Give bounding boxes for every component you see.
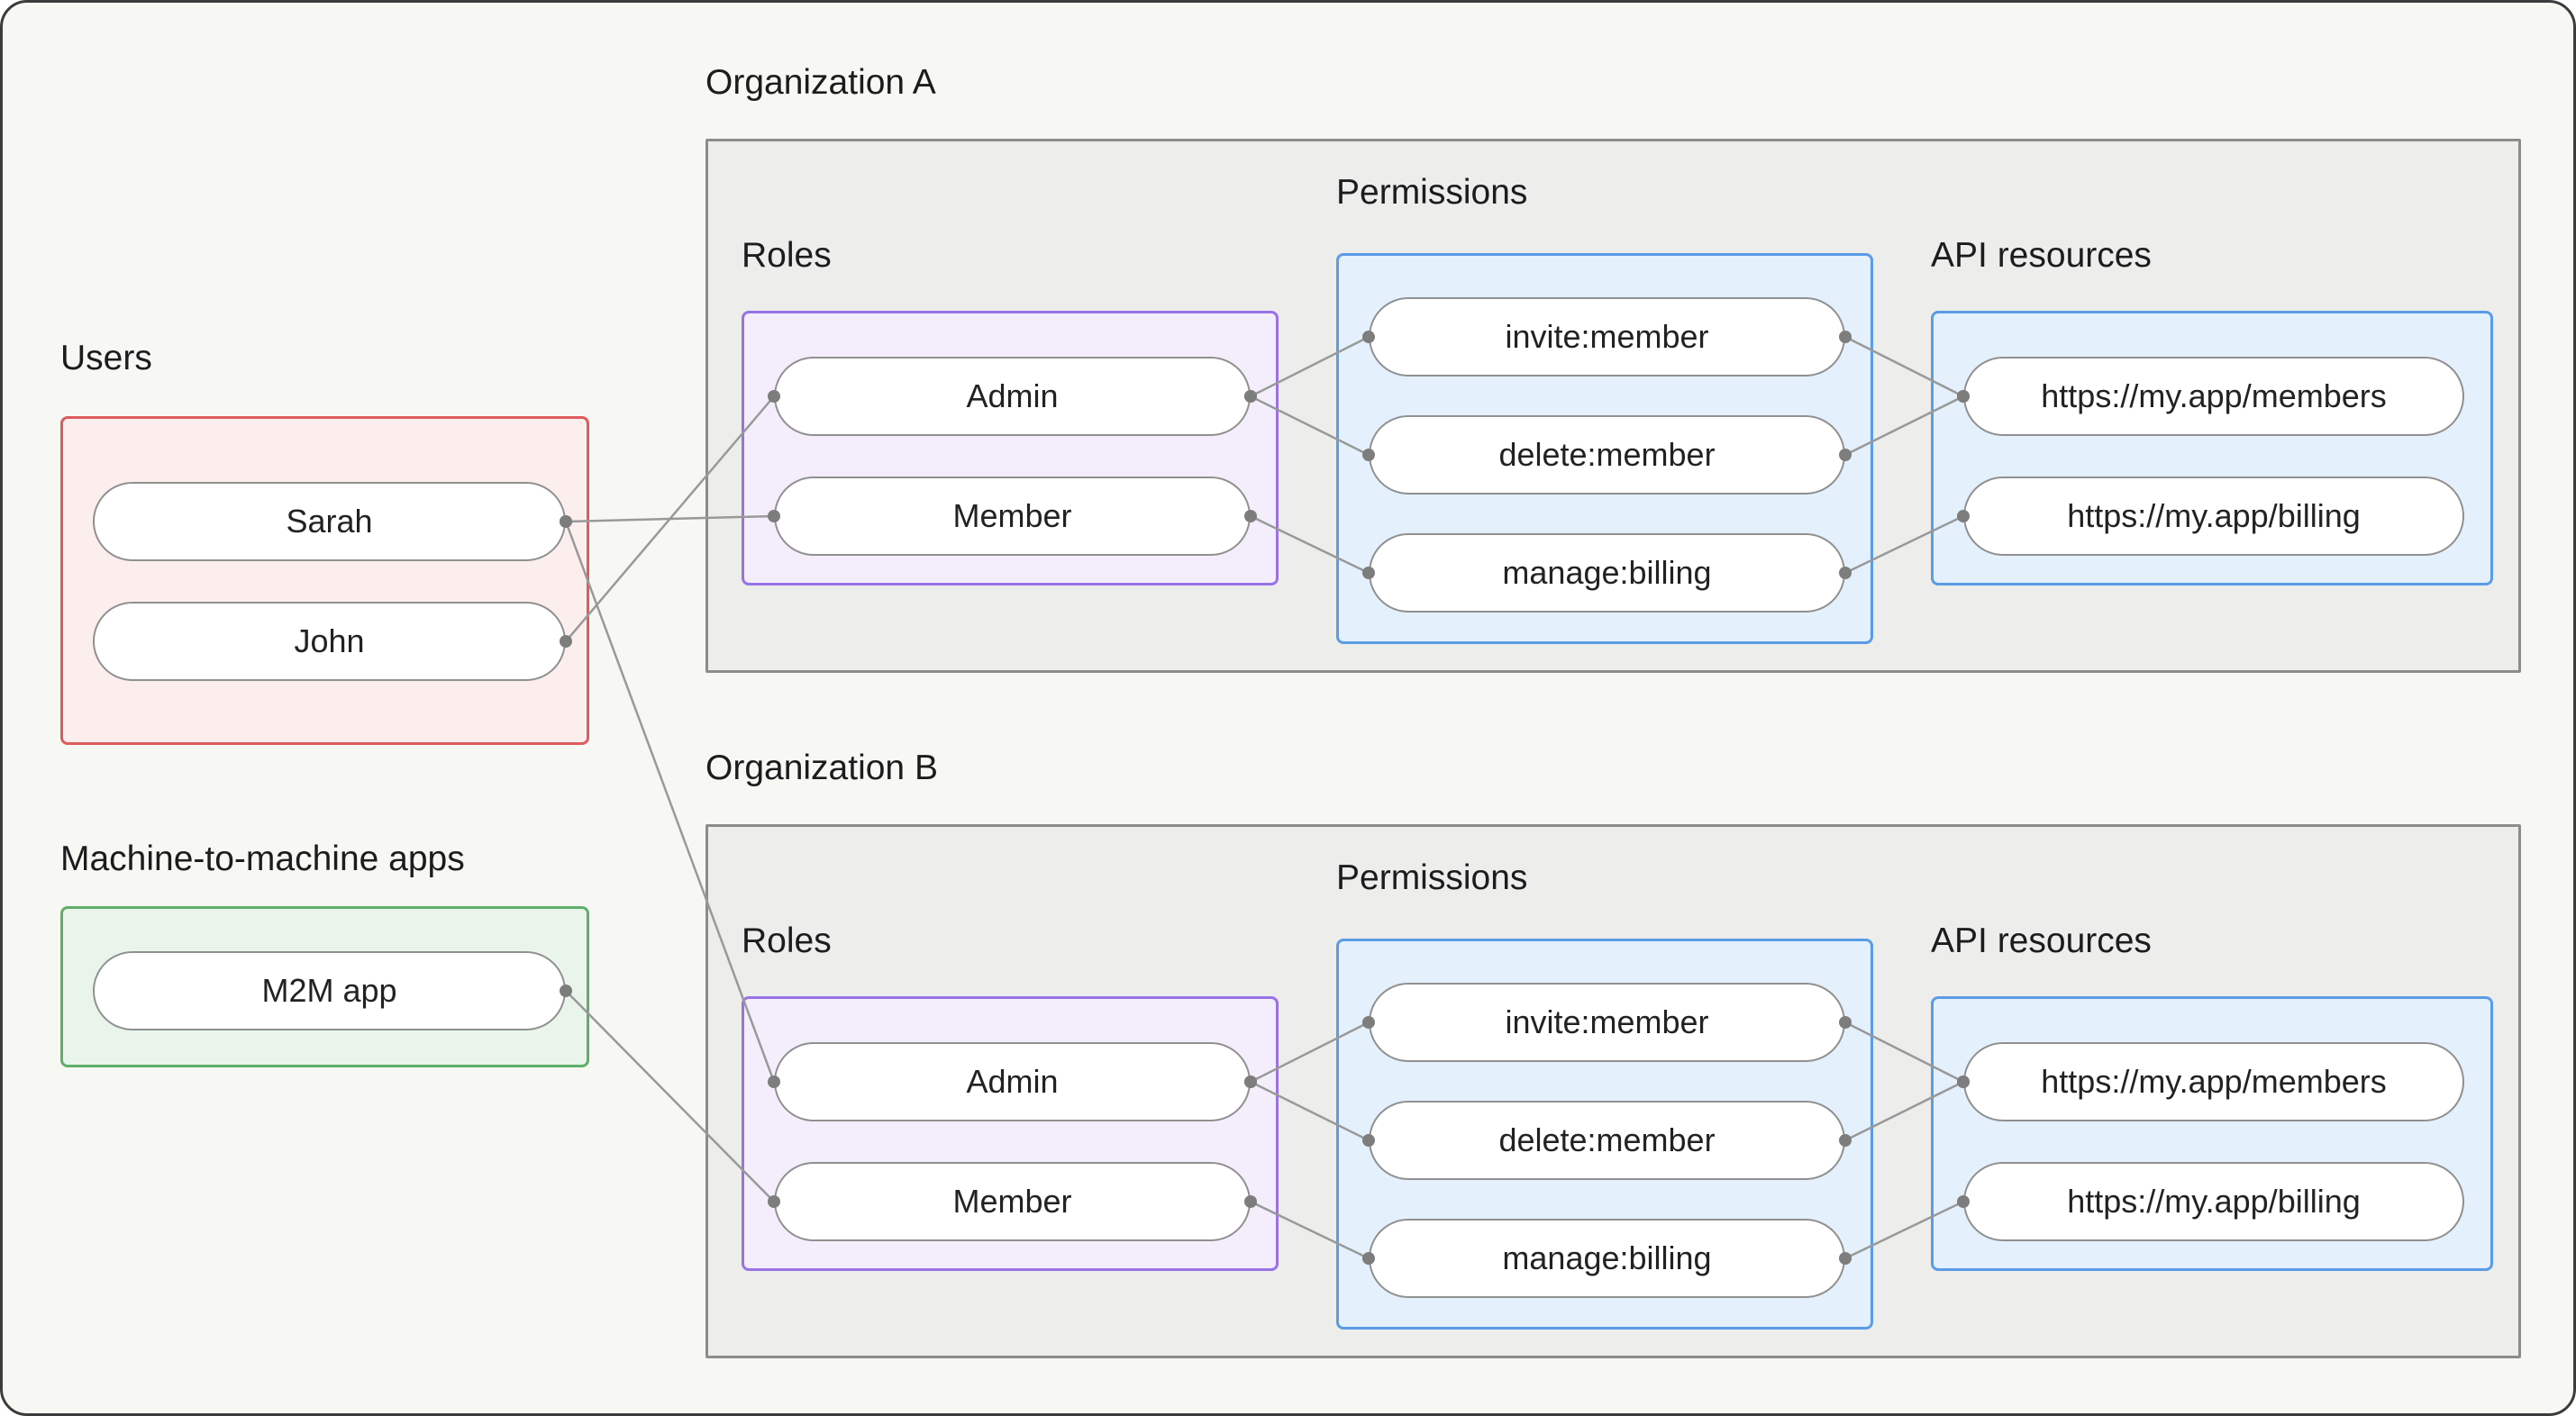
node-org-a-delete-member: delete:member (1369, 415, 1845, 495)
m2m-group-box: M2M app (60, 906, 589, 1067)
org-a-label: Organization A (705, 63, 936, 102)
node-org-b-admin: Admin (774, 1042, 1251, 1121)
org-a-roles-label: Roles (742, 236, 832, 275)
node-org-a-invite-member: invite:member (1369, 297, 1845, 377)
node-john: John (93, 602, 566, 681)
org-b-resources-box: https://my.app/members https://my.app/bi… (1931, 996, 2493, 1271)
org-b-label: Organization B (705, 749, 938, 787)
org-a-box: Roles Admin Member Permissions invite:me… (705, 139, 2521, 673)
node-org-b-members-api: https://my.app/members (1963, 1042, 2464, 1121)
org-b-roles-label: Roles (742, 921, 832, 960)
node-sarah: Sarah (93, 482, 566, 561)
node-org-a-manage-billing: manage:billing (1369, 533, 1845, 613)
node-org-b-delete-member: delete:member (1369, 1101, 1845, 1180)
org-b-resources-label: API resources (1931, 921, 2152, 960)
node-m2m-app: M2M app (93, 951, 566, 1030)
org-b-permissions-box: invite:member delete:member manage:billi… (1336, 939, 1873, 1330)
m2m-group-label: Machine-to-machine apps (60, 840, 465, 878)
org-b-permissions-label: Permissions (1336, 858, 1528, 897)
node-org-a-member: Member (774, 477, 1251, 556)
org-b-roles-box: Admin Member (742, 996, 1279, 1271)
org-a-permissions-label: Permissions (1336, 173, 1528, 212)
org-a-roles-box: Admin Member (742, 311, 1279, 585)
org-a-permissions-box: invite:member delete:member manage:billi… (1336, 253, 1873, 644)
node-org-a-billing-api: https://my.app/billing (1963, 477, 2464, 556)
node-org-b-billing-api: https://my.app/billing (1963, 1162, 2464, 1241)
node-org-a-members-api: https://my.app/members (1963, 357, 2464, 436)
org-a-resources-label: API resources (1931, 236, 2152, 275)
node-org-b-invite-member: invite:member (1369, 983, 1845, 1062)
users-group-box: Sarah John (60, 416, 589, 745)
org-a-resources-box: https://my.app/members https://my.app/bi… (1931, 311, 2493, 585)
users-group-label: Users (60, 339, 152, 377)
org-b-box: Roles Admin Member Permissions invite:me… (705, 824, 2521, 1358)
node-org-b-manage-billing: manage:billing (1369, 1219, 1845, 1298)
node-org-a-admin: Admin (774, 357, 1251, 436)
node-org-b-member: Member (774, 1162, 1251, 1241)
